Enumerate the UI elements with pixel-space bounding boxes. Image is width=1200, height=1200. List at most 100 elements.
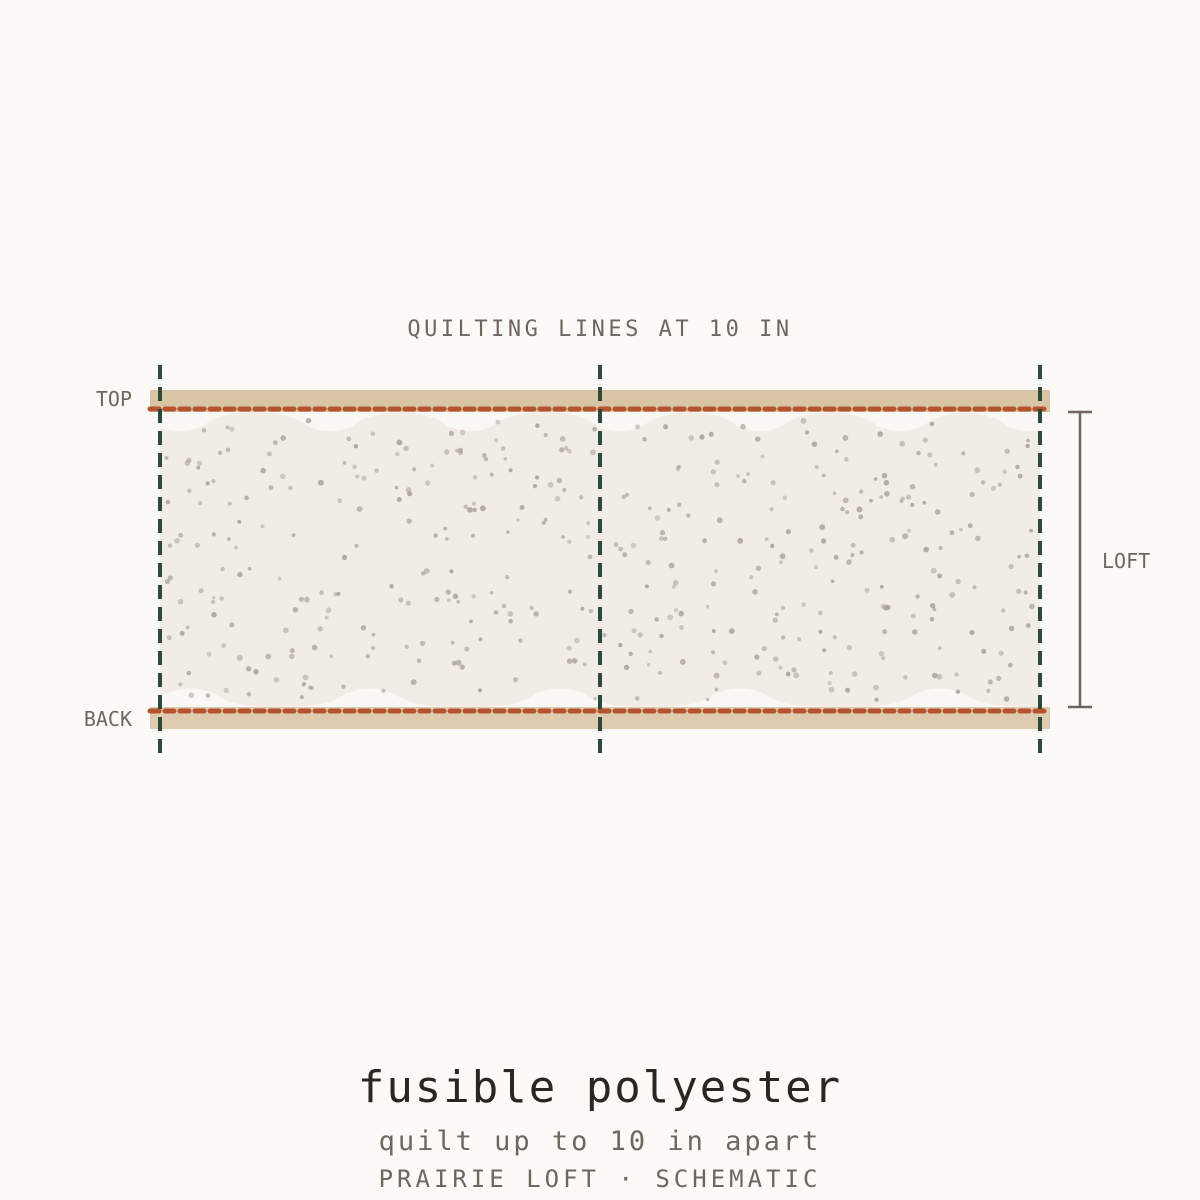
fiber-dot: [800, 418, 807, 424]
fiber-dot: [622, 552, 628, 558]
fiber-dot: [186, 670, 192, 676]
fiber-dot: [711, 650, 715, 655]
fiber-dot: [851, 671, 858, 677]
fiber-dot: [469, 619, 473, 624]
fiber-dot: [289, 648, 295, 654]
fiber-dot: [791, 667, 797, 673]
fiber-dot: [645, 560, 651, 566]
fiber-dot: [998, 650, 1004, 656]
fiber-dot: [225, 425, 230, 430]
fiber-dot: [821, 473, 826, 478]
fiber-dot: [877, 431, 883, 437]
fiber-dot: [742, 478, 747, 484]
fiber-dot: [937, 573, 943, 579]
fiber-dot: [489, 472, 494, 477]
fiber-dot: [493, 610, 499, 615]
fiber-dot: [174, 538, 180, 544]
fiber-dot: [864, 587, 870, 593]
fiber-dot: [547, 481, 554, 488]
loft-gap-top: [960, 412, 1100, 431]
fiber-dot: [423, 568, 430, 574]
fiber-dot: [927, 452, 933, 458]
fiber-dot: [922, 500, 927, 505]
fiber-dot: [737, 538, 744, 544]
fiber-dot: [955, 689, 961, 694]
fiber-dot: [568, 589, 572, 594]
fiber-dot: [702, 538, 707, 544]
fiber-dot: [628, 651, 633, 657]
fiber-dot: [869, 498, 873, 503]
fiber-dot: [781, 635, 786, 640]
top-layer-label: TOP: [96, 387, 132, 411]
fiber-dot: [416, 658, 422, 664]
fiber-dot: [535, 423, 540, 429]
fiber-dot: [881, 656, 886, 660]
fiber-dot: [260, 467, 267, 474]
fiber-dot: [902, 533, 909, 540]
fiber-dot: [882, 629, 888, 635]
loft-gap-top: [400, 412, 540, 431]
fiber-dot: [419, 640, 426, 647]
fiber-dot: [198, 588, 204, 594]
fiber-dot: [481, 453, 487, 458]
fiber-dot: [889, 536, 896, 543]
fiber-dot: [910, 613, 916, 619]
fiber-dot: [210, 599, 216, 605]
fiber-dot: [479, 505, 486, 512]
fiber-dot: [1029, 603, 1035, 610]
fiber-dot: [247, 566, 252, 571]
fiber-dot: [675, 466, 681, 472]
fiber-dot: [403, 445, 409, 452]
fiber-dot: [445, 537, 449, 541]
fiber-dot: [574, 637, 580, 644]
fiber-dot: [571, 658, 578, 664]
batting-title: fusible polyester: [357, 1062, 843, 1113]
fiber-dot: [355, 474, 360, 479]
fiber-dot: [1029, 528, 1033, 533]
fiber-dot: [1024, 553, 1030, 559]
fiber-dot: [679, 658, 686, 665]
fiber-dot: [449, 569, 454, 574]
fiber-dot: [518, 638, 523, 643]
fiber-dot: [949, 591, 956, 598]
fiber-dot: [879, 495, 884, 500]
fiber-dot: [593, 696, 597, 701]
fiber-dot: [299, 695, 304, 700]
fiber-dot: [716, 517, 723, 524]
fiber-dot: [507, 611, 514, 617]
fiber-dot: [463, 504, 469, 510]
fiber-dot: [516, 518, 520, 522]
fiber-dot: [342, 461, 347, 465]
fiber-dot: [218, 450, 223, 455]
fiber-dot: [559, 447, 565, 453]
fiber-dot: [319, 590, 324, 595]
fiber-dot: [166, 635, 172, 641]
fiber-dot: [1004, 448, 1010, 454]
fiber-dot: [471, 594, 477, 599]
fiber-dot: [352, 464, 357, 470]
loft-gap-top: [110, 412, 250, 431]
fiber-dot: [346, 436, 352, 442]
fiber-dot: [755, 436, 761, 442]
fiber-dot: [1002, 469, 1007, 474]
fiber-dot: [821, 538, 826, 544]
fiber-dot: [903, 675, 908, 680]
fiber-dot: [658, 670, 663, 675]
fiber-dot: [711, 629, 716, 633]
fiber-dot: [554, 495, 561, 502]
fiber-dot: [260, 524, 265, 529]
fiber-dot: [298, 596, 304, 602]
back-layer-label: BACK: [84, 707, 132, 731]
fiber-dot: [618, 546, 623, 552]
fiber-dot: [451, 660, 457, 666]
fiber-dot: [559, 436, 566, 442]
fiber-dot: [630, 542, 637, 549]
fiber-dot: [842, 435, 849, 441]
fiber-dot: [179, 630, 185, 636]
fiber-dot: [856, 506, 863, 513]
fiber-dot: [354, 543, 359, 549]
fiber-dot: [301, 682, 306, 687]
fiber-dot: [996, 675, 1002, 682]
fiber-dot: [452, 593, 459, 599]
fiber-dot: [333, 592, 338, 597]
